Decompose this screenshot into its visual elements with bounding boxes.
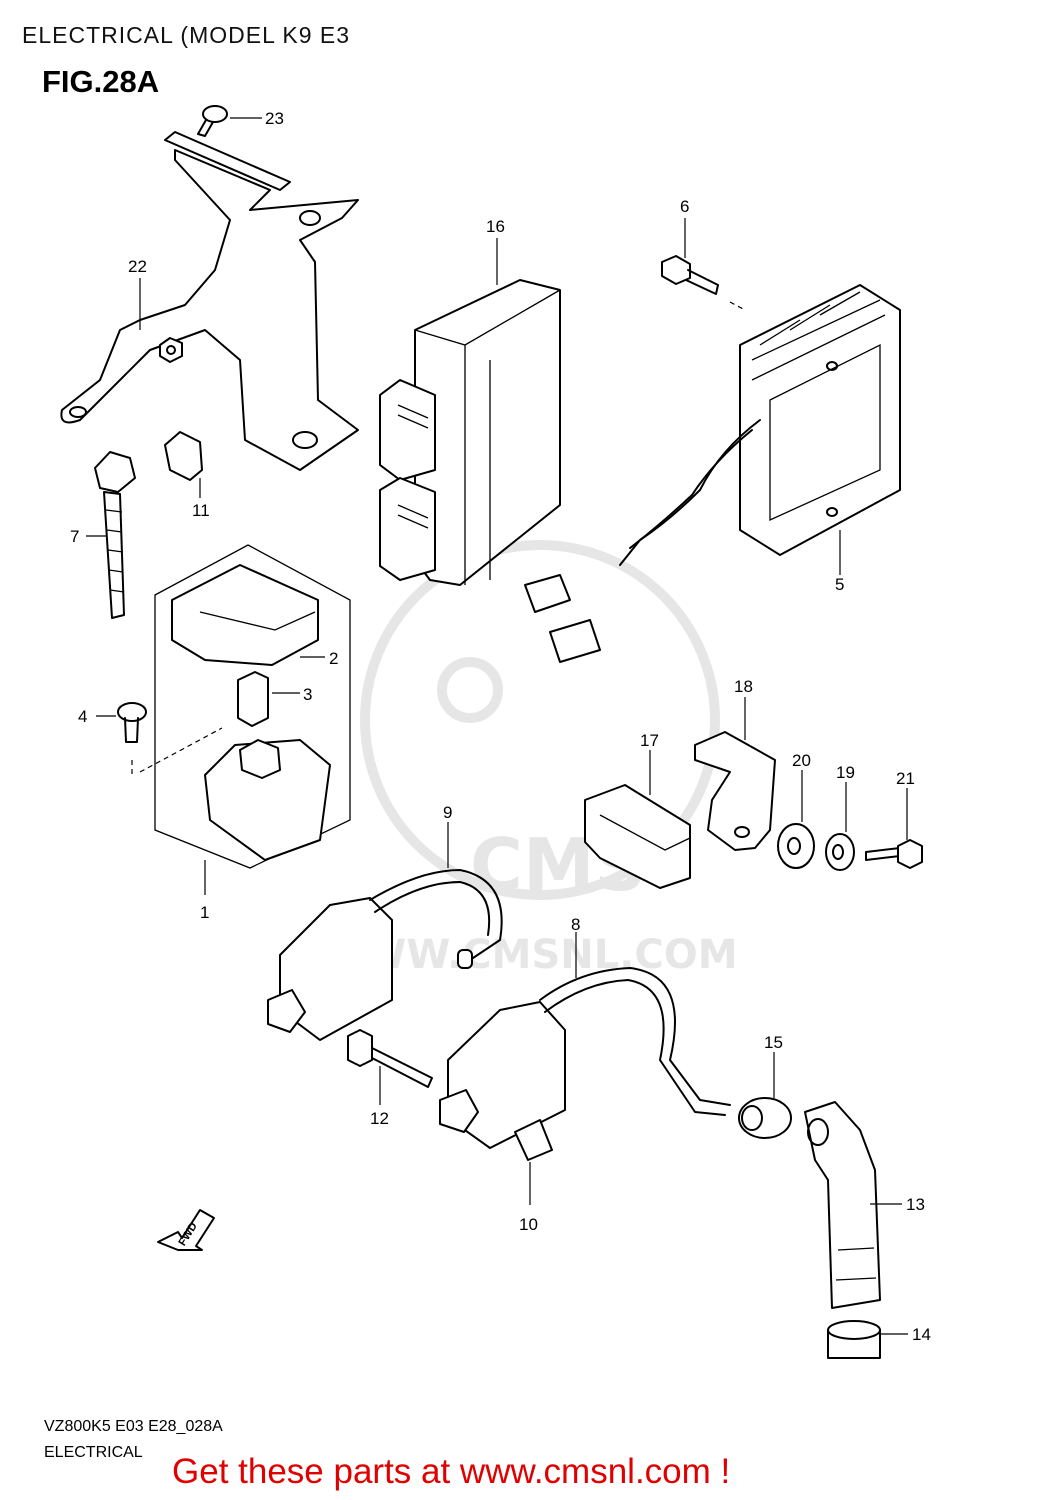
collar-19[interactable] [825, 833, 855, 871]
section-name: ELECTRICAL [44, 1444, 143, 1461]
cta-link[interactable]: Get these parts at www.cmsnl.com ! [172, 1452, 731, 1491]
callout-17: 17 [640, 731, 659, 750]
figure-label: FIG.28A [42, 64, 160, 99]
callout-19: 19 [836, 763, 855, 782]
callout-8: 8 [571, 915, 580, 934]
spark-plug-cap-13[interactable] [804, 1101, 881, 1309]
callout-2: 2 [329, 649, 338, 668]
callout-14: 14 [912, 1325, 931, 1344]
bolt-21[interactable] [865, 839, 923, 869]
bolt-6[interactable] [661, 255, 719, 295]
grommet-20[interactable] [777, 823, 815, 869]
callout-18: 18 [734, 677, 753, 696]
bolt-12[interactable] [347, 1029, 433, 1088]
seal-14[interactable] [827, 1320, 881, 1359]
ecm-16[interactable] [379, 279, 561, 586]
callout-10: 10 [519, 1215, 538, 1234]
callout-6: 6 [680, 197, 689, 216]
diagram-code: VZ800K5 E03 E28_028A [44, 1418, 223, 1435]
callout-1: 1 [200, 903, 209, 922]
connector-17[interactable] [584, 784, 691, 889]
regulator-5[interactable] [524, 284, 901, 663]
tie-band-7[interactable] [94, 451, 136, 619]
callout-3: 3 [303, 685, 312, 704]
plug-cap-15[interactable] [738, 1097, 792, 1139]
callout-22: 22 [128, 257, 147, 276]
screw-4[interactable] [117, 702, 147, 743]
callout-16: 16 [486, 217, 505, 236]
bracket-22[interactable] [60, 131, 359, 471]
callout-15: 15 [764, 1033, 783, 1052]
screw-23[interactable] [197, 105, 228, 137]
callout-7: 7 [70, 527, 79, 546]
fwd-arrow-icon: FWD [157, 1209, 215, 1251]
callout-23: 23 [265, 109, 284, 128]
callout-13: 13 [906, 1195, 925, 1214]
callout-12: 12 [370, 1109, 389, 1128]
callout-11: 11 [192, 501, 210, 520]
page-title: ELECTRICAL (MODEL K9 E3 [22, 22, 351, 48]
ignition-coil-9[interactable] [267, 869, 503, 1041]
ignition-coil-8[interactable] [439, 967, 731, 1161]
relay-group-1[interactable] [154, 544, 351, 869]
callout-20: 20 [792, 751, 811, 770]
clamp-11[interactable] [164, 431, 203, 481]
callout-5: 5 [835, 575, 844, 594]
callout-9: 9 [443, 803, 452, 822]
callout-21: 21 [896, 769, 915, 788]
callout-4: 4 [78, 707, 87, 726]
bracket-18[interactable] [694, 731, 776, 851]
